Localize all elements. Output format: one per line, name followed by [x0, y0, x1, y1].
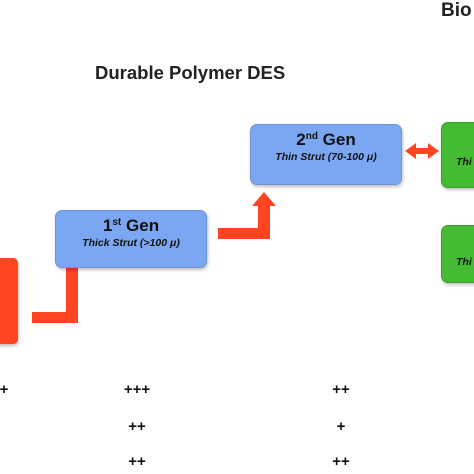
second-gen-title: 2nd Gen	[296, 130, 356, 149]
green-box-bottom-text: Thi	[456, 256, 472, 268]
second-gen-box: 2nd Gen Thin Strut (70-100 μ)	[250, 124, 402, 185]
green-box-top-text: Thi	[456, 156, 472, 168]
rating-col2-row3: ++	[332, 453, 350, 470]
rating-col1-row3: ++	[128, 453, 146, 470]
rating-col1-row2: ++	[128, 418, 146, 435]
rating-col1-row1: +++	[123, 381, 151, 398]
arrow-to-second-gen	[218, 192, 276, 239]
first-gen-title: 1st Gen	[102, 216, 160, 235]
bare-metal-stent-box	[0, 258, 18, 344]
rating-col2-row2: +	[336, 418, 346, 435]
bio-heading: Bio	[441, 0, 472, 21]
bioresorbable-box-bottom: Thi	[441, 225, 474, 283]
double-arrow-to-bioresorbable	[405, 143, 439, 159]
first-gen-box: 1st Gen Thick Strut (>100 μ)	[55, 210, 207, 268]
section-title: Durable Polymer DES	[95, 62, 286, 83]
second-gen-detail: Thin Strut (70-100 μ)	[275, 151, 377, 163]
rating-col0-row1: +	[0, 381, 9, 398]
bioresorbable-box-top: Thi	[441, 122, 474, 188]
rating-col2-row1: ++	[332, 381, 350, 398]
first-gen-detail: Thick Strut (>100 μ)	[82, 237, 180, 249]
